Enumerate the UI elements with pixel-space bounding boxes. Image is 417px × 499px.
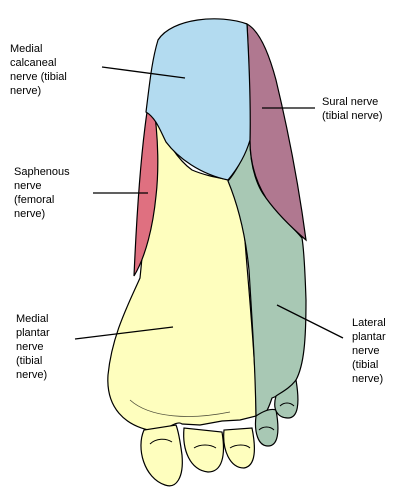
medial-plantar-label-line: plantar	[16, 327, 50, 339]
saphenous-label-line: nerve	[14, 180, 42, 192]
saphenous-label-line: nerve)	[14, 208, 46, 220]
sural-label-line: Sural nerve	[322, 96, 379, 108]
medial-calcaneal-label-line: nerve)	[10, 85, 42, 97]
medial-plantar-label-line: (tibial	[16, 355, 43, 367]
lateral-plantar-label: Lateral plantar nerve (tibial nerve)	[352, 316, 386, 386]
saphenous-label: Saphenous nerve (femoral nerve)	[14, 165, 70, 221]
lateral-plantar-label-line: (tibial	[352, 359, 379, 371]
lateral-plantar-label-line: plantar	[352, 331, 386, 343]
second-toe	[183, 427, 225, 473]
medial-plantar-label-line: Medial	[16, 313, 49, 325]
sural-label-line: (tibial nerve)	[322, 110, 383, 122]
little-toe	[274, 378, 299, 419]
leader-lateral-plantar	[276, 304, 344, 339]
lateral-plantar-label-line: nerve)	[352, 373, 384, 385]
medial-plantar-label-line: nerve	[16, 341, 44, 353]
medial-plantar-label: Medial plantar nerve (tibial nerve)	[16, 312, 50, 382]
leader-medial-calcaneal	[101, 66, 186, 79]
third-toe	[223, 427, 255, 469]
fourth-toe	[254, 408, 279, 447]
sural-label: Sural nerve (tibial nerve)	[322, 95, 383, 123]
lateral-plantar-label-line: nerve	[352, 345, 380, 357]
medial-calcaneal-label-line: nerve (tibial	[10, 71, 67, 83]
lateral-plantar-region	[227, 139, 307, 418]
saphenous-label-line: Saphenous	[14, 166, 70, 178]
medial-plantar-label-line: nerve)	[16, 369, 48, 381]
medial-calcaneal-label-line: calcaneal	[10, 57, 57, 69]
sole-crease	[129, 399, 231, 417]
medial-calcaneal-label: Medial calcaneal nerve (tibial nerve)	[10, 42, 67, 98]
medial-calcaneal-label-line: Medial	[10, 43, 43, 55]
leader-medial-plantar	[74, 326, 174, 340]
big-toe	[140, 424, 183, 487]
saphenous-region	[133, 111, 159, 277]
lateral-plantar-label-line: Lateral	[352, 317, 386, 329]
medial-calcaneal-region	[145, 18, 251, 181]
saphenous-label-line: (femoral	[14, 194, 55, 206]
